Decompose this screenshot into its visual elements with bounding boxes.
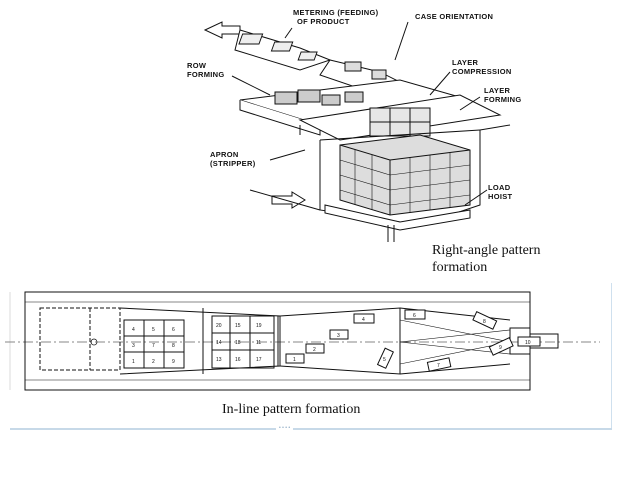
load-hoist-label-line1: LOAD	[488, 183, 511, 192]
mid-grid-cell: 19	[256, 323, 262, 329]
loose-case-number: 8	[483, 319, 486, 325]
feed-arrow	[203, 21, 241, 39]
loose-case-number: 5	[383, 357, 386, 363]
apron-label: APRON (STRIPPER)	[210, 150, 256, 168]
loose-case-4	[353, 313, 375, 324]
mid-grid-cell: 11	[256, 340, 261, 346]
right-border	[611, 283, 612, 428]
loose-case-3	[329, 329, 349, 340]
loose-case-numbers: 1 2 3 4 5 6 7 8 9 10	[293, 313, 531, 369]
left-grid-cell: 9	[172, 359, 175, 365]
left-grid-cell: 3	[132, 343, 135, 349]
right-angle-diagram: METERING (FEEDING) OF PRODUCT CASE ORIEN…	[187, 8, 522, 242]
row-forming-label: ROW FORMING	[187, 61, 225, 79]
apron-label-line1: APRON	[210, 150, 239, 159]
loose-case-10	[517, 336, 541, 347]
left-grid-cell: 4	[132, 327, 135, 333]
inline-caption: In-line pattern formation	[222, 402, 361, 417]
case-orientation-label: CASE ORIENTATION	[415, 12, 494, 21]
left-grid	[123, 319, 185, 369]
loose-case-number: 7	[437, 363, 440, 369]
bottom-rule	[10, 428, 612, 430]
loose-case-9	[488, 337, 514, 356]
load-hoist-label: LOAD HOIST	[488, 183, 512, 201]
row-forming-label-line2: FORMING	[187, 70, 225, 79]
layer-compression-label-line1: LAYER	[452, 58, 479, 67]
mid-grid-cell: 17	[256, 357, 262, 363]
right-angle-diagram-drawing	[203, 21, 511, 242]
mid-grid-cell: 18	[235, 340, 241, 346]
loose-case-7	[426, 357, 452, 372]
loose-case-2	[305, 343, 325, 354]
metering-label: METERING (FEEDING) OF PRODUCT	[293, 8, 378, 26]
load-hoist-label-line2: HOIST	[488, 192, 513, 201]
loose-case-number: 4	[362, 317, 365, 323]
layer-compression-label-line2: COMPRESSION	[452, 67, 512, 76]
layer-forming-label-line1: LAYER	[484, 86, 511, 95]
loose-case-1	[285, 353, 305, 364]
mid-grid-numbers: 20 15 19 14 18 11 13 16 17	[216, 323, 262, 363]
layer-forming-label: LAYER FORMING	[484, 86, 522, 104]
row-forming-label-line1: ROW	[187, 61, 207, 70]
inline-diagram: 4 5 6 3 7 8 1 2 9 20 15 19 14 18 11 13 1…	[0, 280, 638, 430]
right-angle-caption: Right-angle pattern formation	[432, 242, 540, 276]
metering-label-line1: METERING (FEEDING)	[293, 8, 379, 17]
mid-grid-cell: 13	[216, 357, 222, 363]
mid-grid-cell: 16	[235, 357, 241, 363]
apron-label-line2: (STRIPPER)	[210, 159, 256, 168]
mid-grid-cell: 15	[235, 323, 241, 329]
left-grid-cell: 6	[172, 327, 175, 333]
metering-label-line2: OF PRODUCT	[297, 17, 350, 26]
loose-case-number: 10	[525, 340, 531, 346]
left-grid-cell: 1	[132, 359, 135, 365]
right-angle-caption-line1: Right-angle pattern	[432, 243, 541, 258]
inline-diagram-drawing: 4 5 6 3 7 8 1 2 9 20 15 19 14 18 11 13 1…	[5, 291, 600, 391]
footer-mark: • • • •	[276, 425, 294, 431]
output-arrow	[271, 191, 306, 209]
loose-case-number: 1	[293, 357, 296, 363]
loose-case-6	[404, 309, 426, 320]
mid-grid-cell: 20	[216, 323, 222, 329]
left-grid-numbers: 4 5 6 3 7 8 1 2 9	[132, 327, 175, 365]
loose-case-number: 6	[413, 313, 416, 319]
layer-forming-label-line2: FORMING	[484, 95, 522, 104]
loose-case-number: 2	[313, 347, 316, 353]
left-grid-cell: 2	[152, 359, 155, 365]
left-grid-cell: 5	[152, 327, 155, 333]
right-angle-caption-line2: formation	[432, 260, 488, 275]
left-grid-cell: 8	[172, 343, 175, 349]
mid-grid	[211, 315, 275, 369]
loose-case-number: 3	[337, 333, 340, 339]
mid-grid-cell: 14	[216, 340, 222, 346]
left-grid-cell: 7	[152, 343, 155, 349]
layer-compression-label: LAYER COMPRESSION	[452, 58, 512, 76]
loose-case-5	[376, 347, 394, 369]
loose-case-8	[472, 311, 498, 330]
loose-case-number: 9	[499, 345, 502, 351]
